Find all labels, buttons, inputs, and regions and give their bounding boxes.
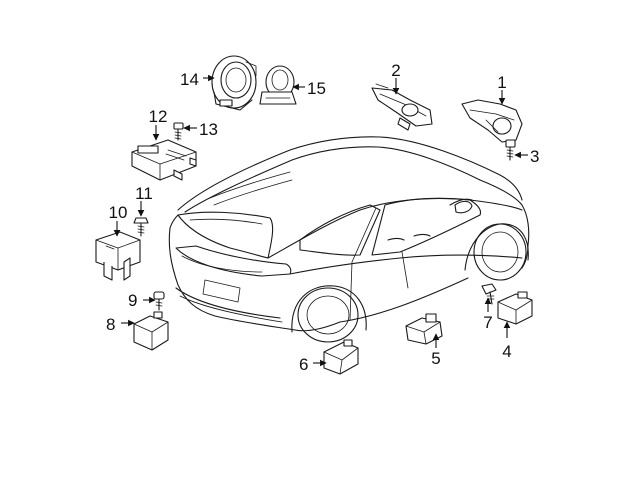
callout-4: 4 [502, 342, 511, 361]
callout-15: 15 [307, 79, 326, 98]
callout-5: 5 [431, 349, 440, 368]
impact-sensor-6-part [323, 339, 359, 375]
bolt-3-part [505, 139, 516, 161]
callout-9: 9 [128, 291, 137, 310]
callout-10: 10 [109, 203, 128, 222]
callout-14: 14 [180, 70, 199, 89]
impact-sensor-8-part [133, 311, 169, 351]
bolt-9-part [153, 291, 165, 311]
sensor-bracket-2-part [371, 83, 433, 131]
callout-6: 6 [299, 355, 308, 374]
leader-lines [113, 74, 528, 367]
minivan-outline [168, 136, 530, 343]
clock-spring-part [211, 55, 257, 111]
callout-1: 1 [497, 73, 506, 92]
bolt-11-part [133, 217, 149, 237]
callout-13: 13 [199, 120, 218, 139]
callout-12: 12 [149, 107, 168, 126]
callout-2: 2 [391, 61, 400, 80]
bolt-13-part [173, 122, 184, 141]
callout-7: 7 [483, 313, 492, 332]
impact-sensor-5-part [405, 313, 443, 345]
bolt-7-part [481, 283, 497, 305]
steering-sensor-part [259, 65, 297, 105]
curtain-sensor-1-part [461, 99, 523, 143]
callout-3: 3 [530, 147, 539, 166]
bracket-10-part [95, 231, 141, 281]
callout-8: 8 [106, 315, 115, 334]
impact-sensor-4-part [497, 291, 533, 325]
callout-11: 11 [135, 184, 153, 203]
callout-labels: 1 2 3 4 5 6 7 8 9 10 11 12 13 14 15 [106, 61, 539, 374]
srs-unit-part [131, 139, 197, 181]
